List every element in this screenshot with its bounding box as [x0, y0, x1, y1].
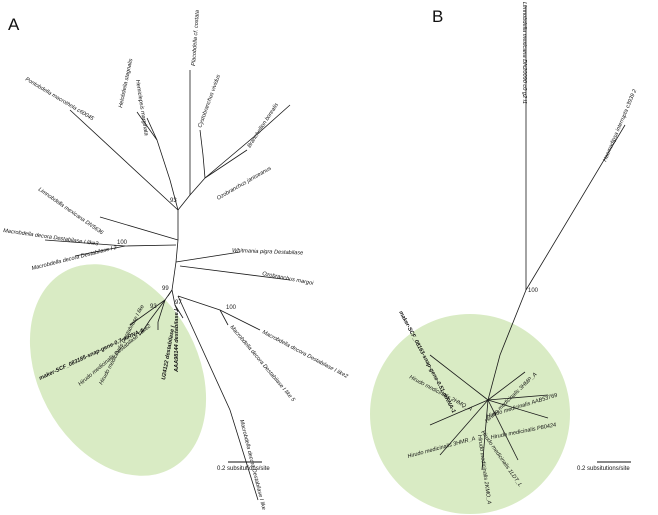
- branch: [487, 399, 549, 419]
- bootstrap-value: 99: [162, 286, 169, 292]
- leaf-label: Ozobranchus jantseanus: [216, 165, 273, 201]
- leaf-label: Pontobdella macrothela c60045: [24, 77, 95, 123]
- branch: [525, 124, 626, 291]
- bootstrap-value: 97: [175, 300, 182, 306]
- panel-a-branches: [44, 70, 291, 501]
- leaf-label: Branchellion borealis: [247, 102, 280, 149]
- branch: [99, 216, 179, 241]
- branch: [174, 304, 184, 319]
- branch: [177, 177, 206, 211]
- branch: [487, 289, 527, 401]
- branch: [487, 399, 519, 461]
- bootstrap-value: 100: [226, 305, 237, 311]
- branch: [429, 354, 489, 401]
- branch: [204, 104, 291, 179]
- branch: [204, 149, 248, 179]
- panel-b-bootstrap-values: 100: [528, 288, 539, 294]
- branch: [69, 109, 179, 211]
- scale-bar-label: 0.2 subsitutions/site: [577, 466, 630, 472]
- branch: [481, 399, 489, 471]
- panel-b: B Limnobdella mexicana DN20090 c0 g2 i1 …: [370, 2, 639, 514]
- bootstrap-value: 100: [117, 240, 128, 246]
- branch: [167, 210, 179, 297]
- leaf-label: Macrobdella decora Destabilase I like: [238, 419, 266, 511]
- bootstrap-value: 100: [528, 288, 539, 294]
- bootstrap-value: 93: [170, 198, 177, 204]
- branch: [177, 295, 261, 331]
- branch: [429, 399, 489, 426]
- leaf-label: Limnobdella mexicana DN5636: [37, 187, 105, 237]
- panel-b-branches: [429, 5, 626, 471]
- branch: [177, 295, 259, 501]
- leaf-label: AAA98144 destabilase I: [174, 309, 180, 373]
- branch: [175, 251, 241, 263]
- branch: [219, 309, 229, 326]
- leaf-label: Whitmania pigra Destabilase: [232, 248, 303, 256]
- branch: [487, 371, 526, 401]
- panel-b-scale-bar: 0.2 subsitutions/site: [577, 461, 631, 472]
- branch: [199, 129, 206, 179]
- branch: [74, 245, 126, 257]
- panel-a-bootstrap-values: 93 100 99 97 100 93: [117, 198, 237, 311]
- leaf-label: Macrobdella decora Destabilase I like3: [3, 228, 100, 247]
- leaf-label: Ozobranchus margoi: [262, 271, 315, 287]
- panel-a: A: [3, 10, 350, 511]
- scale-bar-label: 0.2 subsitutions/site: [217, 466, 270, 472]
- panel-b-clade-highlight: [370, 314, 570, 514]
- panel-a-letter: A: [8, 15, 20, 34]
- branch: [146, 117, 158, 141]
- branch: [136, 111, 179, 211]
- bootstrap-value: 93: [150, 304, 157, 310]
- leaf-label: Hemiclepsis marginata: [134, 79, 149, 136]
- leaf-label: Limnobdella mexicana DN20090 c0 g2 i1: [521, 2, 527, 104]
- leaf-label: Placobdella cf. costata: [191, 10, 201, 66]
- leaf-label: Helobdella stagnalis: [118, 58, 134, 108]
- panel-a-clade-highlight: [29, 264, 207, 476]
- branch: [139, 299, 166, 336]
- leaf-label: Cystobranchus vividus: [197, 74, 222, 129]
- leaf-label: Haemadipsa interrupta c3939 2: [602, 88, 638, 163]
- leaf-label: Macrobdella decora Destabilase I like 5: [228, 324, 296, 403]
- branch: [439, 399, 489, 456]
- branch: [157, 299, 166, 330]
- branch: [487, 394, 549, 401]
- panel-b-letter: B: [432, 7, 443, 26]
- panel-a-scale-bar: 0.2 subsitutions/site: [217, 461, 270, 472]
- branch: [179, 265, 291, 281]
